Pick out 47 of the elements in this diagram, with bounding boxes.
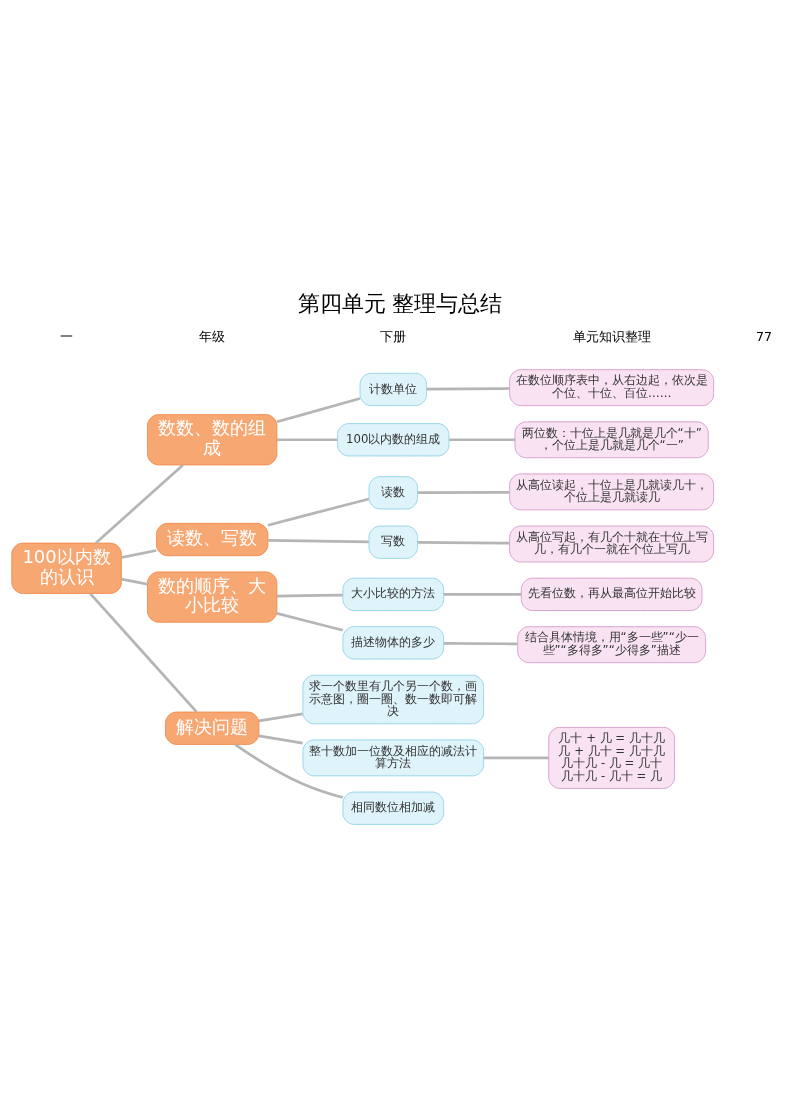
connector [426,386,510,391]
node-box: 先看位数，再从最高位开始比较 [520,577,703,611]
node-box: 写数 [368,525,418,559]
connector [89,592,198,713]
diagram-title: 第四单元 整理与总结 [297,290,503,316]
label: 一 [60,328,74,344]
connector [267,497,370,526]
node-box: 计数单位 [359,372,427,406]
connector [258,734,303,744]
connector [276,611,344,631]
connector [276,396,361,423]
connector [234,743,344,799]
node-box: 数数、数的组成 [147,413,278,465]
connector [95,463,184,544]
node-box: 解决问题 [165,711,260,745]
connector [449,437,515,441]
connector [417,540,510,545]
label: 下册 [380,328,407,344]
node-box: 结合具体情境，用“多一些”“少一些”“多得多”“少得多”描述 [517,625,706,663]
node-box: 整十数加一位数及相应的减法计算方法 [302,738,485,776]
node-box: 从高位写起，有几个十就在十位上写几，有几个一就在个位上写几 [509,525,715,562]
label: 77 [755,328,772,344]
node-box: 读数 [368,475,418,509]
node-box: 描述物体的多少 [342,625,445,659]
connector [258,712,303,722]
node-box: 几十 + 几 = 几十几 几 + 几十 = 几十几 几十几 - 几 = 几十 几十几 - 几十 = 几 [548,726,675,789]
connector [443,592,522,596]
node-box: 从高位读起，十位上是几就读几十，个位上是几就读几 [509,472,715,510]
node-box: 读数、写数 [156,522,269,556]
node-box: 数的顺序、大小比较 [147,570,278,623]
connector [121,548,157,559]
node-box: 求一个数里有几个另一个数，画示意图，圈一圈、数一数即可解决 [302,674,485,724]
connector [417,490,510,494]
label: 年级 [199,328,226,344]
connector [268,538,369,543]
connector [277,437,338,441]
node-box: 100以内数的组成 [337,422,450,456]
connector [121,577,148,586]
connector [483,756,549,759]
node-box: 100以内数的认识 [11,542,122,594]
node-box: 相同数位相加减 [342,791,445,825]
connector [277,593,343,597]
node-box: 两位数：十位上是几就是几个“十”，个位上是几就是几个“一” [514,420,709,458]
node-box: 大小比较的方法 [342,577,445,611]
label: 单元知识整理 [572,328,651,344]
connector [443,641,518,645]
node-box: 在数位顺序表中，从右边起，依次是个位、十位、百位…… [509,368,715,406]
